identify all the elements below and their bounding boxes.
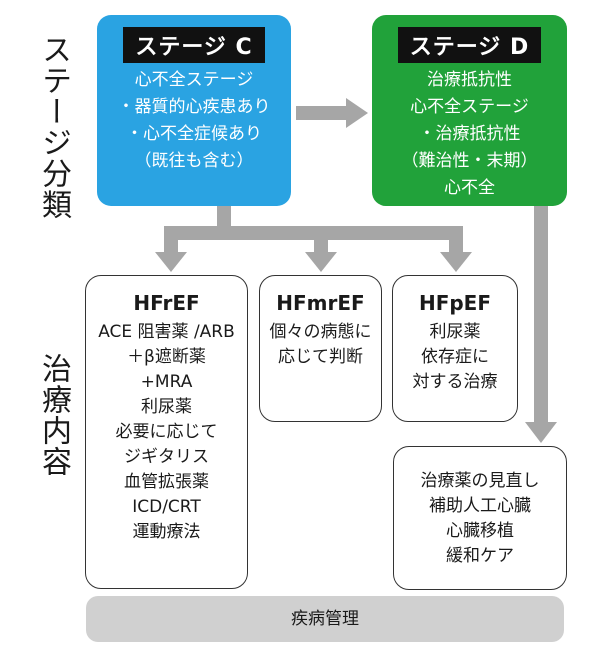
- hfref-line: ＋β遮断薬: [127, 347, 206, 367]
- arrow-c-to-d: [296, 98, 368, 128]
- hfmref-treatment-list: 個々の病態に 応じて判断: [260, 320, 381, 370]
- arrow-c-branches: [155, 206, 472, 272]
- hfpef-line: 利尿薬: [429, 322, 481, 342]
- stage-c-line: 心不全ステージ: [134, 70, 254, 90]
- stage-classification-label: ステージ分類: [36, 34, 71, 220]
- hfref-line: 利尿薬: [141, 397, 192, 417]
- stage-d-treatment-line: 緩和ケア: [446, 546, 514, 566]
- stage-c-line: ・心不全症候あり: [126, 124, 262, 144]
- stage-d-line: （難治性・末期）: [401, 151, 538, 171]
- treatment-label: 治療内容: [36, 353, 71, 477]
- hfmref-line: 個々の病態に: [269, 322, 372, 342]
- hfmref-line: 応じて判断: [278, 347, 363, 367]
- hfpef-title: HFpEF: [418, 291, 492, 315]
- stage-d-treatment-list: 治療薬の見直し 補助人工心臓 心臓移植 緩和ケア: [394, 469, 566, 569]
- stage-d-title: ステージ D: [397, 27, 542, 63]
- stage-d-treatment-line: 心臓移植: [446, 521, 514, 541]
- hfref-line: 必要に応じて: [115, 422, 218, 442]
- stage-c-box: ステージ C 心不全ステージ ・器質的心疾患あり ・心不全症候あり （既往も含む…: [97, 15, 291, 206]
- hfpef-treatment-box: HFpEF 利尿薬 依存症に 対する治療: [392, 275, 518, 422]
- hfmref-treatment-box: HFmrEF 個々の病態に 応じて判断: [259, 275, 382, 422]
- stage-c-line: ・器質的心疾患あり: [117, 97, 271, 117]
- hfref-treatment-box: HFrEF ACE 阻害薬 /ARB ＋β遮断薬 +MRA 利尿薬 必要に応じて…: [85, 275, 248, 589]
- stage-d-treatment-line: 補助人工心臓: [429, 496, 531, 516]
- hfref-line: +MRA: [140, 372, 193, 392]
- hfref-line: ジギタリス: [124, 447, 209, 467]
- stage-d-line: 治療抵抗性: [427, 70, 512, 90]
- hfref-treatment-list: ACE 阻害薬 /ARB ＋β遮断薬 +MRA 利尿薬 必要に応じて ジギタリス…: [86, 320, 247, 545]
- hfref-line: ICD/CRT: [132, 497, 201, 517]
- stage-d-treatment-line: 治療薬の見直し: [420, 471, 540, 491]
- stage-c-title: ステージ C: [123, 27, 265, 63]
- hfpef-treatment-list: 利尿薬 依存症に 対する治療: [393, 320, 517, 395]
- hfmref-title: HFmrEF: [276, 291, 365, 315]
- stage-d-treatment-box: 治療薬の見直し 補助人工心臓 心臓移植 緩和ケア: [393, 446, 567, 590]
- hfref-line: 運動療法: [132, 522, 201, 542]
- stage-d-box: ステージ D 治療抵抗性 心不全ステージ ・治療抵抗性 （難治性・末期） 心不全: [372, 15, 567, 206]
- hfpef-line: 依存症に: [421, 347, 489, 367]
- disease-management-bar: 疾病管理: [86, 596, 564, 642]
- stage-d-description: 治療抵抗性 心不全ステージ ・治療抵抗性 （難治性・末期） 心不全: [372, 67, 567, 202]
- hfref-line: 血管拡張薬: [124, 472, 209, 492]
- hfref-title: HFrEF: [133, 291, 200, 315]
- hfref-line: ACE 阻害薬 /ARB: [98, 322, 235, 342]
- stage-c-description: 心不全ステージ ・器質的心疾患あり ・心不全症候あり （既往も含む）: [97, 67, 291, 175]
- stage-d-line: 心不全ステージ: [410, 97, 529, 117]
- stage-c-line: （既往も含む）: [134, 151, 254, 171]
- hfpef-line: 対する治療: [412, 372, 498, 392]
- stage-d-line: 心不全: [444, 178, 495, 198]
- stage-d-line: ・治療抵抗性: [418, 124, 521, 144]
- arrow-d-down: [525, 206, 557, 443]
